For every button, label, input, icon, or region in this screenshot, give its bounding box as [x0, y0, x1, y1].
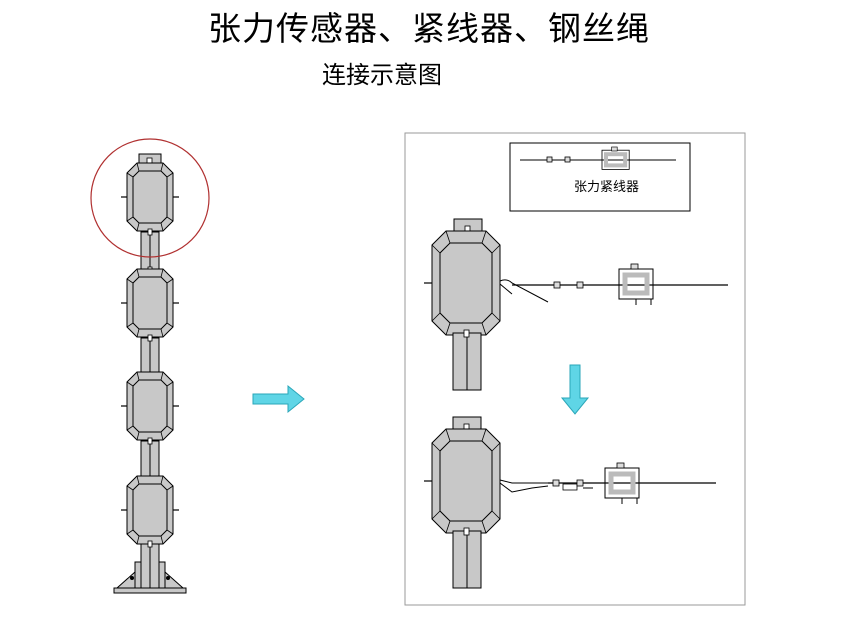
base-stand — [113, 540, 187, 594]
highlight-circle — [90, 138, 210, 258]
assembly-before — [423, 218, 728, 391]
detail-panel — [404, 132, 746, 606]
right-arrow-icon — [252, 384, 305, 414]
link-1 — [140, 228, 160, 274]
down-arrow-icon — [560, 364, 590, 415]
sensor-module-2 — [120, 268, 180, 338]
diagram-subtitle: 连接示意图 — [322, 61, 442, 89]
sensor-module-1 — [120, 162, 180, 232]
legend-label: 张力紧线器 — [574, 180, 640, 195]
diagram-title: 张力传感器、紧线器、钢丝绳 — [208, 9, 650, 48]
legend-box — [509, 142, 691, 212]
sensor-module-4 — [120, 475, 180, 545]
assembly-after — [423, 416, 716, 589]
sensor-module-3 — [120, 371, 180, 441]
link-3 — [140, 437, 160, 483]
sensor-stack — [90, 138, 210, 594]
